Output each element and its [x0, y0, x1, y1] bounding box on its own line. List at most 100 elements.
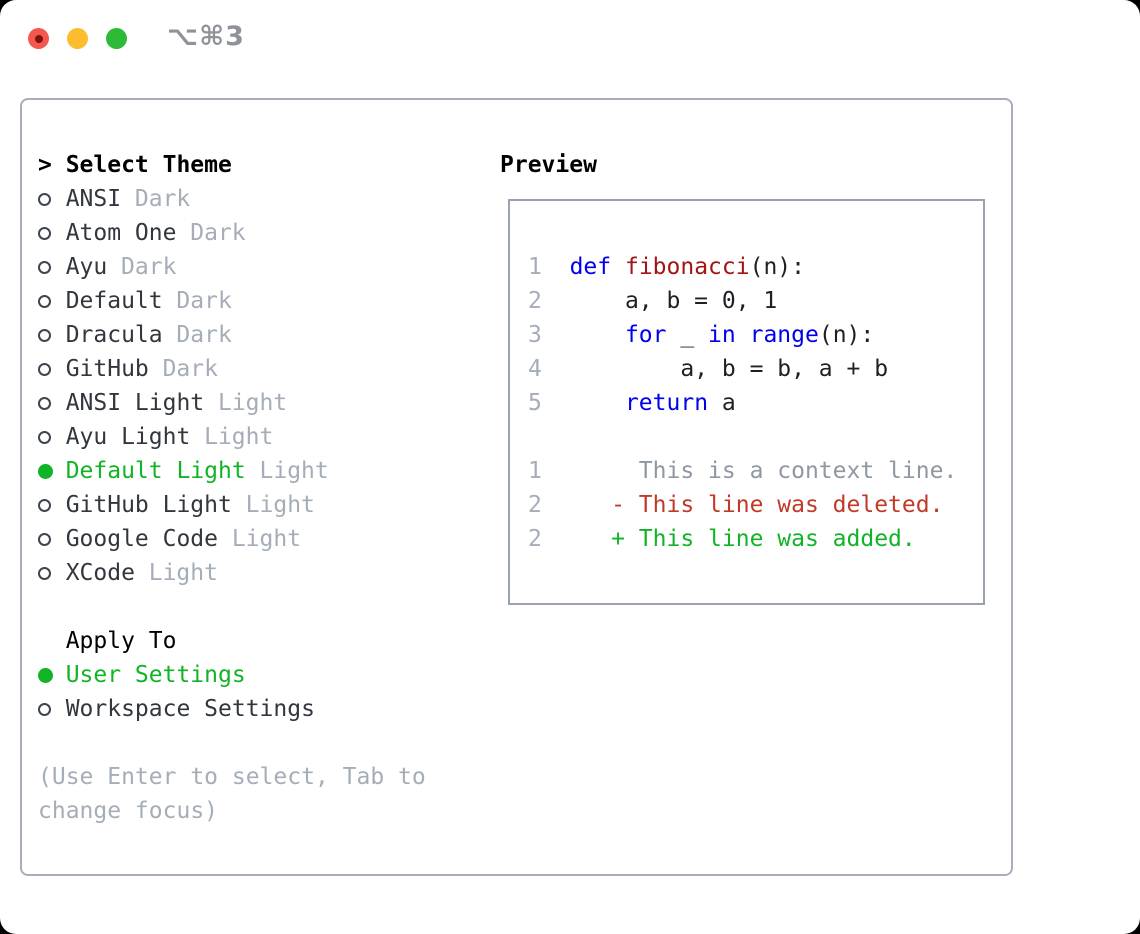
theme-option[interactable]: Default Dark [38, 284, 483, 318]
code-segment: 4 [528, 356, 542, 382]
window-shortcut-label: ⌥⌘3 [167, 21, 245, 52]
theme-option[interactable]: Ayu Dark [38, 250, 483, 284]
theme-name: ANSI [65, 186, 122, 212]
apply-to-title: Apply To [65, 628, 177, 654]
code-segment [542, 322, 625, 348]
theme-option[interactable]: Atom One Dark [38, 216, 483, 250]
theme-variant-tag: Dark [121, 254, 177, 280]
code-segment: - This line was deleted. [541, 492, 944, 518]
code-segment: (n): [749, 254, 805, 280]
theme-name: ANSI Light [65, 390, 205, 416]
help-text: (Use Enter to select, Tab to change focu… [38, 764, 426, 824]
radio-selected-icon [38, 463, 53, 479]
code-segment [542, 254, 570, 280]
apply-to-option-label: Workspace Settings [65, 696, 315, 722]
radio-unselected-icon [38, 702, 51, 716]
radio-unselected-icon [38, 328, 51, 342]
zoom-button[interactable] [106, 28, 127, 49]
theme-variant-tag: Dark [176, 288, 232, 314]
code-segment: 1 [528, 254, 542, 280]
spacer [38, 590, 483, 624]
code-segment: fibonacci [624, 254, 750, 280]
close-dot-icon [34, 34, 43, 43]
code-line: 2 - This line was deleted. [528, 488, 983, 522]
theme-variant-tag: Light [204, 424, 274, 450]
apply-to-option[interactable]: User Settings [38, 658, 483, 692]
prompt-caret-icon: > [38, 152, 52, 178]
theme-option[interactable]: Google Code Light [38, 522, 483, 556]
apply-to-option[interactable]: Workspace Settings [38, 692, 483, 726]
radio-unselected-icon [38, 396, 51, 410]
theme-variant-tag: Light [231, 526, 302, 552]
theme-variant-tag: Light [245, 492, 315, 518]
close-button[interactable] [28, 28, 49, 49]
theme-option[interactable]: ANSI Dark [38, 182, 483, 216]
code-line: 3 for _ in range(n): [528, 318, 983, 352]
theme-variant-tag: Dark [134, 186, 191, 212]
code-segment: return [624, 390, 709, 416]
minimize-button[interactable] [67, 28, 88, 49]
theme-name: Atom One [65, 220, 177, 246]
theme-option[interactable]: ANSI Light Light [38, 386, 483, 420]
theme-name: XCode [65, 560, 135, 586]
code-segment: 3 [528, 322, 542, 348]
radio-unselected-icon [38, 294, 51, 308]
theme-variant-tag: Light [259, 458, 329, 484]
code-segment: (n): [818, 322, 875, 348]
code-line: 5 return a [528, 386, 983, 420]
theme-variant-tag: Light [217, 390, 288, 416]
code-segment: range [749, 322, 819, 348]
code-line: 2 + This line was added. [528, 522, 983, 556]
code-line: 1 This is a context line. [528, 454, 983, 488]
radio-selected-icon [38, 667, 53, 683]
radio-unselected-icon [38, 226, 51, 240]
radio-unselected-icon [38, 498, 51, 512]
code-segment: for [624, 322, 667, 348]
radio-unselected-icon [38, 532, 51, 546]
code-segment: 1 [528, 458, 542, 484]
theme-variant-tag: Dark [176, 322, 232, 348]
theme-variant-tag: Dark [190, 220, 246, 246]
theme-name: Default [65, 288, 163, 314]
theme-name: Dracula [65, 322, 163, 348]
theme-name: Google Code [65, 526, 219, 552]
code-segment: def [569, 254, 612, 280]
code-segment: _ [666, 322, 709, 348]
code-segment: 2 [528, 492, 542, 518]
radio-unselected-icon [38, 362, 51, 376]
select-theme-title: Select Theme [65, 152, 232, 178]
code-segment: This is a context line. [541, 458, 958, 484]
code-segment: a, b = b, a + b [541, 356, 889, 382]
theme-option[interactable]: Default Light Light [38, 454, 483, 488]
code-segment [611, 254, 625, 280]
code-line: 1 def fibonacci(n): [528, 250, 983, 284]
titlebar: ⌥⌘3 [0, 0, 1140, 76]
theme-name: Ayu Light [65, 424, 191, 450]
code-line: 4 a, b = b, a + b [528, 352, 983, 386]
radio-unselected-icon [38, 260, 51, 274]
code-segment [542, 390, 625, 416]
code-segment: in [708, 322, 736, 348]
theme-option[interactable]: Dracula Dark [38, 318, 483, 352]
radio-unselected-icon [38, 430, 51, 444]
theme-name: Ayu [65, 254, 108, 280]
code-segment: a, b = 0, 1 [541, 288, 778, 314]
theme-option[interactable]: GitHub Light Light [38, 488, 483, 522]
theme-option[interactable]: Ayu Light Light [38, 420, 483, 454]
code-segment [736, 322, 750, 348]
theme-name: GitHub Light [65, 492, 232, 518]
code-line [528, 420, 983, 454]
code-segment: 2 [528, 526, 542, 552]
apply-to-header: Apply To [38, 624, 483, 658]
code-segment: + This line was added. [541, 526, 916, 552]
select-theme-header: > Select Theme [38, 148, 483, 182]
theme-name: Default Light [65, 458, 246, 484]
